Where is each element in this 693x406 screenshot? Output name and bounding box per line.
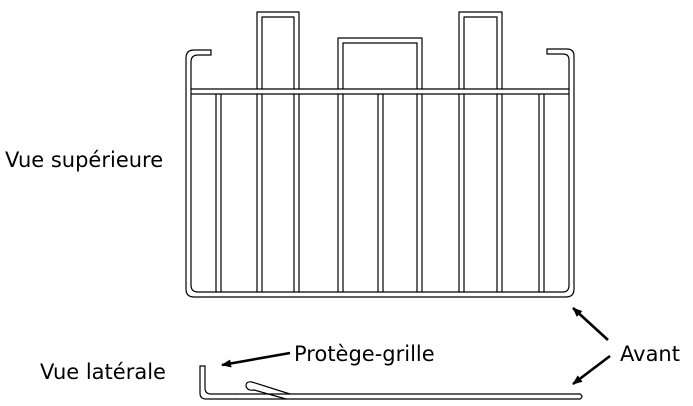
- grille-bar-4: [337, 93, 344, 293]
- grille-bar-7: [458, 93, 465, 293]
- grille-bar-5: [377, 93, 384, 293]
- grille-bar-1: [215, 93, 222, 293]
- grille-tab-left-outer: [256, 11, 300, 90]
- grille-outer-frame-outer: [185, 48, 575, 298]
- label-top-view: Vue supérieure: [5, 148, 164, 172]
- grille-bar-6: [416, 93, 423, 293]
- callout-arrows: [221, 307, 611, 386]
- grille-outer-frame-inner: [190, 53, 570, 293]
- grille-tab-right-inner: [463, 16, 498, 90]
- side-view-grille: [199, 365, 583, 400]
- side-view-shelf: [235, 393, 581, 400]
- grille-bar-3: [293, 93, 300, 293]
- top-view-grille: [185, 11, 575, 298]
- grille-bar-8: [496, 93, 503, 293]
- label-side-view: Vue latérale: [40, 360, 166, 384]
- grille-bar-2: [256, 93, 263, 293]
- grille-tab-right-outer: [458, 11, 503, 90]
- side-view-angled-wire: [245, 381, 291, 400]
- label-grille-guard: Protège-grille: [294, 342, 435, 366]
- grille-tab-left-inner: [261, 16, 295, 90]
- arrow-front-top: [572, 307, 609, 341]
- arrow-guard: [221, 351, 291, 368]
- side-view-shelf-end: [579, 393, 583, 400]
- arrow-front-side: [572, 354, 611, 386]
- side-view-guard: [199, 365, 237, 400]
- grille-tab-center-inner: [342, 42, 418, 90]
- label-front: Avant: [620, 342, 680, 366]
- grille-tab-center-outer: [337, 37, 423, 90]
- grille-bar-9: [538, 93, 545, 293]
